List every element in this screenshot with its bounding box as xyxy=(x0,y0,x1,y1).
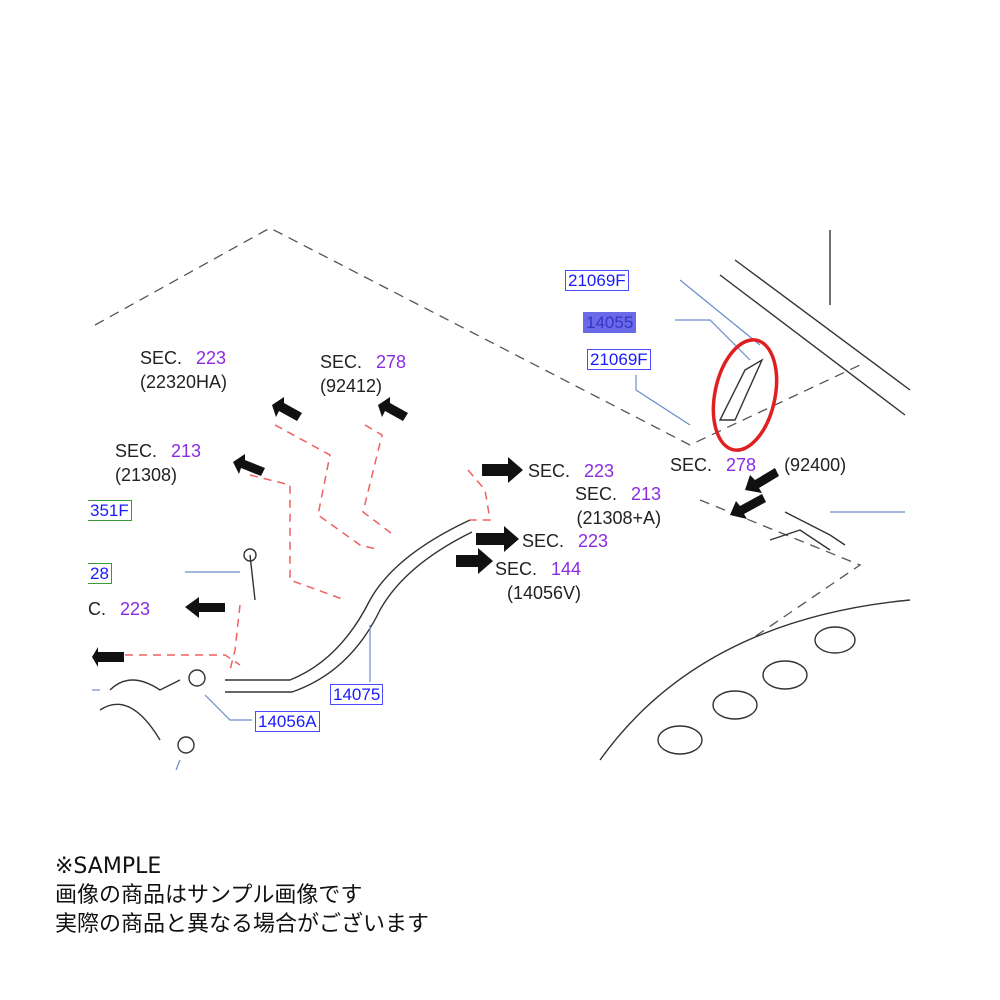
callout-number: 278 xyxy=(726,455,757,475)
part-number-label[interactable]: 351F xyxy=(88,500,132,521)
highlight-circle xyxy=(711,338,779,452)
callout-sec: SEC. xyxy=(670,455,713,475)
callout-sec: SEC. xyxy=(320,352,363,372)
section-callout: SEC. 223 xyxy=(522,529,608,553)
part-leader-lines xyxy=(92,279,905,771)
part-number-label[interactable]: 21069F xyxy=(587,349,651,370)
callout-ref: (92412) xyxy=(320,376,383,396)
section-callout: SEC. 213 (21308) xyxy=(115,439,201,487)
boundary-dashed-lines xyxy=(94,227,862,641)
section-callout: SEC. 213 (21308+A) xyxy=(575,482,661,530)
section-callout: SEC. 278 (92412) xyxy=(320,350,406,398)
callout-sec: C. xyxy=(88,599,106,619)
callout-number: 223 xyxy=(584,461,615,481)
callout-ref: (21308+A) xyxy=(576,508,662,528)
callout-sec: SEC. xyxy=(115,441,158,461)
section-callout: SEC. 278 (92400) xyxy=(670,453,846,477)
callout-number: 144 xyxy=(551,559,582,579)
callout-sec: SEC. xyxy=(495,559,538,579)
sample-notice: ※SAMPLE 画像の商品はサンプル画像です 実際の商品と異なる場合がございます xyxy=(55,852,429,939)
pipe-outlines xyxy=(99,230,911,761)
callout-sec: SEC. xyxy=(575,484,618,504)
notice-line-3: 実際の商品と異なる場合がございます xyxy=(55,912,430,937)
part-number-label[interactable]: 14056A xyxy=(255,711,320,732)
callout-sec: SEC. xyxy=(522,531,565,551)
part-number-label[interactable]: 21069F xyxy=(565,270,629,291)
callout-sec: SEC. xyxy=(528,461,571,481)
callout-ref: (22320HA) xyxy=(140,372,228,392)
callout-sec: SEC. xyxy=(140,348,183,368)
callout-ref: (21308) xyxy=(115,465,178,485)
notice-line-2: 画像の商品はサンプル画像です xyxy=(55,883,363,908)
section-callout: C. 223 xyxy=(88,597,150,621)
part-number-label[interactable]: 28 xyxy=(88,563,112,584)
section-callout: SEC. 144 (14056V) xyxy=(495,557,581,605)
callout-number: 223 xyxy=(578,531,609,551)
part-number-label-highlighted[interactable]: 14055 xyxy=(583,312,637,333)
red-leader-lines xyxy=(125,424,491,671)
callout-ref: (92400) xyxy=(784,455,847,475)
section-callout: SEC. 223 (22320HA) xyxy=(140,346,227,394)
section-callout: SEC. 223 xyxy=(528,459,614,483)
callout-number: 223 xyxy=(196,348,227,368)
callout-ref: (14056V) xyxy=(507,583,582,603)
notice-line-1: ※SAMPLE xyxy=(55,854,162,879)
callout-number: 223 xyxy=(120,599,151,619)
arrows xyxy=(92,397,779,667)
callout-number: 213 xyxy=(171,441,202,461)
callout-number: 278 xyxy=(376,352,407,372)
part-number-label[interactable]: 14075 xyxy=(330,684,384,705)
callout-number: 213 xyxy=(631,484,662,504)
